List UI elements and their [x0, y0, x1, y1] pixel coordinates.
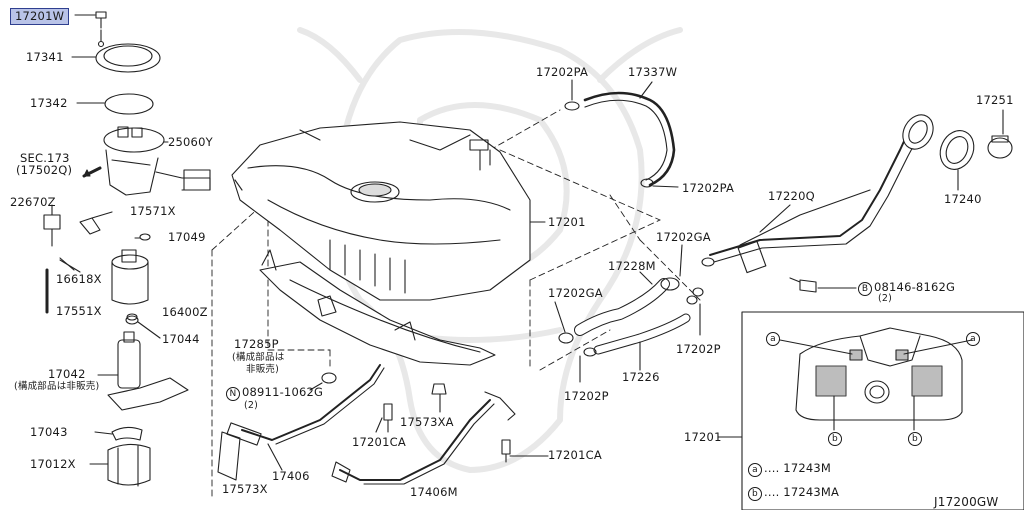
label-17226[interactable]: 17226	[622, 370, 660, 384]
gasket-17342	[76, 93, 154, 115]
inset-marker-a-left: a	[766, 332, 780, 346]
strap-17406m	[331, 391, 516, 485]
label-17285p-note2: 非販売)	[246, 364, 280, 375]
label-17201-inset[interactable]: 17201	[684, 430, 722, 444]
nut-08911	[309, 372, 337, 391]
b-prefix-icon: B	[858, 282, 872, 296]
label-08146-qty: (2)	[878, 293, 893, 304]
label-17202p-a[interactable]: 17202P	[676, 342, 721, 356]
label-16618x[interactable]: 16618X	[56, 272, 102, 286]
inset-legend-a[interactable]: a.... 17243M	[748, 462, 831, 477]
label-17341[interactable]: 17341	[26, 50, 64, 64]
label-17251[interactable]: 17251	[976, 93, 1014, 107]
legend-b-dots: ....	[764, 485, 780, 499]
hose-17226	[593, 313, 691, 371]
label-17220q[interactable]: 17220Q	[768, 189, 815, 203]
label-17228m[interactable]: 17228M	[608, 259, 656, 273]
label-17202pa-a[interactable]: 17202PA	[536, 65, 589, 79]
label-17049[interactable]: 17049	[168, 230, 206, 244]
label-17285p[interactable]: 17285P	[234, 337, 279, 351]
heat-shield-17285p	[259, 249, 496, 366]
label-17202pa-b[interactable]: 17202PA	[682, 181, 735, 195]
pump-module-25060y	[82, 126, 211, 196]
o-ring-17044	[125, 313, 161, 339]
nut-17573xa	[431, 383, 447, 413]
label-22670z[interactable]: 22670Z	[10, 195, 56, 209]
reservoir-17012x	[89, 443, 151, 487]
inset-marker-b-right: b	[908, 432, 922, 446]
label-17240[interactable]: 17240	[944, 192, 982, 206]
inset-legend-b[interactable]: b.... 17243MA	[748, 486, 839, 501]
filter-16400z	[45, 233, 151, 314]
inset-frame	[717, 311, 1024, 510]
label-17043[interactable]: 17043	[30, 425, 68, 439]
bolt-08146	[789, 277, 857, 293]
bolt-17201ca-a	[375, 403, 393, 433]
label-17551x[interactable]: 17551X	[56, 304, 102, 318]
label-25060y[interactable]: 25060Y	[168, 135, 213, 149]
legend-b-part: 17243MA	[783, 485, 840, 499]
label-17337w[interactable]: 17337W	[628, 65, 678, 79]
label-17044[interactable]: 17044	[162, 332, 200, 346]
label-17201w[interactable]: 17201W	[10, 8, 70, 25]
filler-tube-17220q	[701, 114, 934, 274]
label-17012x[interactable]: 17012X	[30, 457, 76, 471]
legend-a-dots: ....	[764, 461, 780, 475]
label-17202ga-b[interactable]: 17202GA	[548, 286, 603, 300]
label-17573x[interactable]: 17573X	[222, 482, 268, 496]
fuel-tank-17201	[231, 121, 546, 301]
label-17201ca-a[interactable]: 17201CA	[352, 435, 406, 449]
label-17202p-b[interactable]: 17202P	[564, 389, 609, 403]
label-17406[interactable]: 17406	[272, 469, 310, 483]
strap-17406	[217, 364, 385, 481]
label-17201[interactable]: 17201	[548, 215, 586, 229]
clamps-17202	[554, 244, 704, 383]
label-sec173-sub: (17502Q)	[16, 163, 73, 177]
label-17406m[interactable]: 17406M	[410, 485, 458, 499]
diagram-code: J17200GW	[934, 495, 999, 509]
label-17202ga-a[interactable]: 17202GA	[656, 230, 711, 244]
label-17201ca-b[interactable]: 17201CA	[548, 448, 602, 462]
label-17042-note: (構成部品は非販売)	[14, 381, 100, 392]
label-08146-text: 08146-8162G	[874, 280, 956, 294]
label-08911-text: 08911-1062G	[242, 385, 324, 399]
bracket-17043	[94, 426, 143, 441]
inset-marker-b-left: b	[828, 432, 842, 446]
filler-cap-17251	[987, 109, 1013, 159]
filler-ring-17240	[939, 130, 975, 191]
label-17285p-note1: (構成部品は	[232, 352, 285, 363]
label-sec173[interactable]: SEC.173	[20, 151, 70, 165]
label-08911-qty: (2)	[244, 400, 259, 411]
label-16400z[interactable]: 16400Z	[162, 305, 208, 319]
bolt-17201ca-b	[501, 439, 549, 463]
legend-a-part: 17243M	[783, 461, 832, 475]
label-17042[interactable]: 17042	[48, 367, 86, 381]
label-17342[interactable]: 17342	[30, 96, 68, 110]
label-17573xa[interactable]: 17573XA	[400, 415, 454, 429]
dashed-guides	[211, 109, 701, 501]
hose-17228m	[574, 271, 680, 336]
legend-a-marker: a	[748, 463, 762, 477]
vent-hose-17337w	[564, 79, 679, 188]
pump-17042	[97, 331, 189, 411]
retainer-ring-17341	[71, 29, 161, 73]
label-17571x[interactable]: 17571X	[130, 204, 176, 218]
pump-bolt-17201w	[74, 11, 107, 29]
pressure-sensor-22670z	[43, 204, 113, 247]
inset-tank-bottom	[779, 327, 973, 431]
legend-b-marker: b	[748, 487, 762, 501]
inset-marker-a-right: a	[966, 332, 980, 346]
n-prefix-icon: N	[226, 387, 240, 401]
